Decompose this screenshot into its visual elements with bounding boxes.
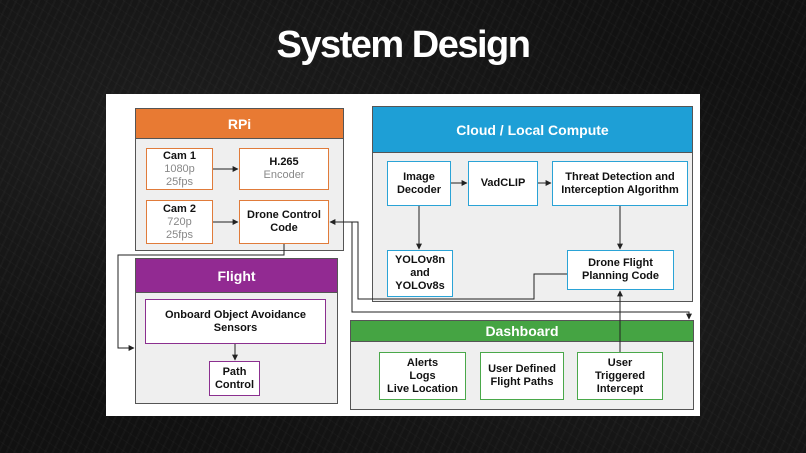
connectors	[117, 166, 692, 361]
user-intercept-line1: User	[607, 356, 633, 369]
cam1-resolution: 1080p	[164, 162, 195, 175]
flight-header-label: Flight	[217, 267, 256, 284]
encoder-box: H.265 Encoder	[239, 148, 329, 190]
threat-detection-line2: Interception Algorithm	[561, 183, 679, 196]
user-flight-paths-line1: User Defined	[488, 363, 556, 375]
alerts-line1: Alerts	[406, 356, 439, 369]
cam2-name: Cam 2	[162, 202, 197, 215]
flight-header: Flight	[135, 258, 338, 293]
drone-control-line2: Code	[270, 222, 298, 234]
cam1-fps: 25fps	[166, 175, 193, 188]
cam2-resolution: 720p	[167, 215, 192, 228]
dashboard-header: Dashboard	[350, 320, 694, 342]
rpi-header-label: RPi	[227, 115, 252, 132]
cam2-box: Cam 2 720p 25fps	[146, 200, 213, 244]
yolo-line2: and	[410, 267, 430, 279]
path-control-line1: Path	[222, 365, 247, 378]
user-flight-paths-line2: Flight Paths	[490, 376, 554, 388]
image-decoder-line1: Image	[403, 170, 435, 183]
drone-control-box: Drone Control Code	[239, 200, 329, 244]
flight-planning-line1: Drone Flight	[588, 257, 653, 269]
cam1-name: Cam 1	[162, 149, 197, 162]
yolo-box: YOLOv8n and YOLOv8s	[387, 250, 453, 297]
drone-control-line1: Drone Control	[247, 209, 321, 221]
planning-to-drone-control-arrow	[329, 219, 567, 300]
system-diagram: RPi Cam 1 1080p 25fps H.265 Encoder Cam …	[106, 94, 700, 416]
cam1-box: Cam 1 1080p 25fps	[146, 148, 213, 190]
page-title: System Design	[276, 24, 531, 66]
encoder-sub: Encoder	[263, 169, 305, 181]
rpi-header: RPi	[135, 108, 344, 139]
user-flight-paths-box: User Defined Flight Paths	[480, 352, 564, 400]
alerts-line2: Logs	[409, 369, 436, 382]
sensors-box: Onboard Object Avoidance Sensors	[145, 299, 326, 344]
flight-planning-box: Drone Flight Planning Code	[567, 250, 674, 290]
user-intercept-box: User Triggered Intercept	[577, 352, 663, 400]
alerts-line3: Live Location	[387, 382, 458, 395]
threat-detection-line1: Threat Detection and	[565, 170, 675, 183]
vadclip-label: VadCLIP	[480, 177, 526, 189]
image-decoder-line2: Decoder	[396, 183, 442, 196]
yolo-line3: YOLOv8s	[395, 280, 445, 292]
path-control-box: Path Control	[209, 361, 260, 396]
image-decoder-box: Image Decoder	[387, 161, 451, 206]
cam2-fps: 25fps	[166, 228, 193, 241]
yolo-line1: YOLOv8n	[394, 254, 446, 266]
flight-planning-line2: Planning Code	[582, 270, 659, 282]
cloud-header: Cloud / Local Compute	[372, 106, 693, 153]
user-intercept-line3: Intercept	[596, 382, 644, 395]
path-control-line2: Control	[214, 378, 255, 391]
encoder-to-dashboard-arrow	[346, 221, 692, 320]
drone-control-to-flight-arrow	[117, 244, 285, 351]
cloud-header-label: Cloud / Local Compute	[456, 121, 609, 138]
alerts-box: Alerts Logs Live Location	[379, 352, 466, 400]
threat-detection-box: Threat Detection and Interception Algori…	[552, 161, 688, 206]
dashboard-header-label: Dashboard	[485, 323, 559, 339]
sensors-line2: Sensors	[213, 321, 258, 334]
vadclip-box: VadCLIP	[468, 161, 538, 206]
sensors-line1: Onboard Object Avoidance	[165, 308, 306, 321]
user-intercept-line2: Triggered	[594, 369, 646, 382]
encoder-name: H.265	[269, 156, 299, 168]
